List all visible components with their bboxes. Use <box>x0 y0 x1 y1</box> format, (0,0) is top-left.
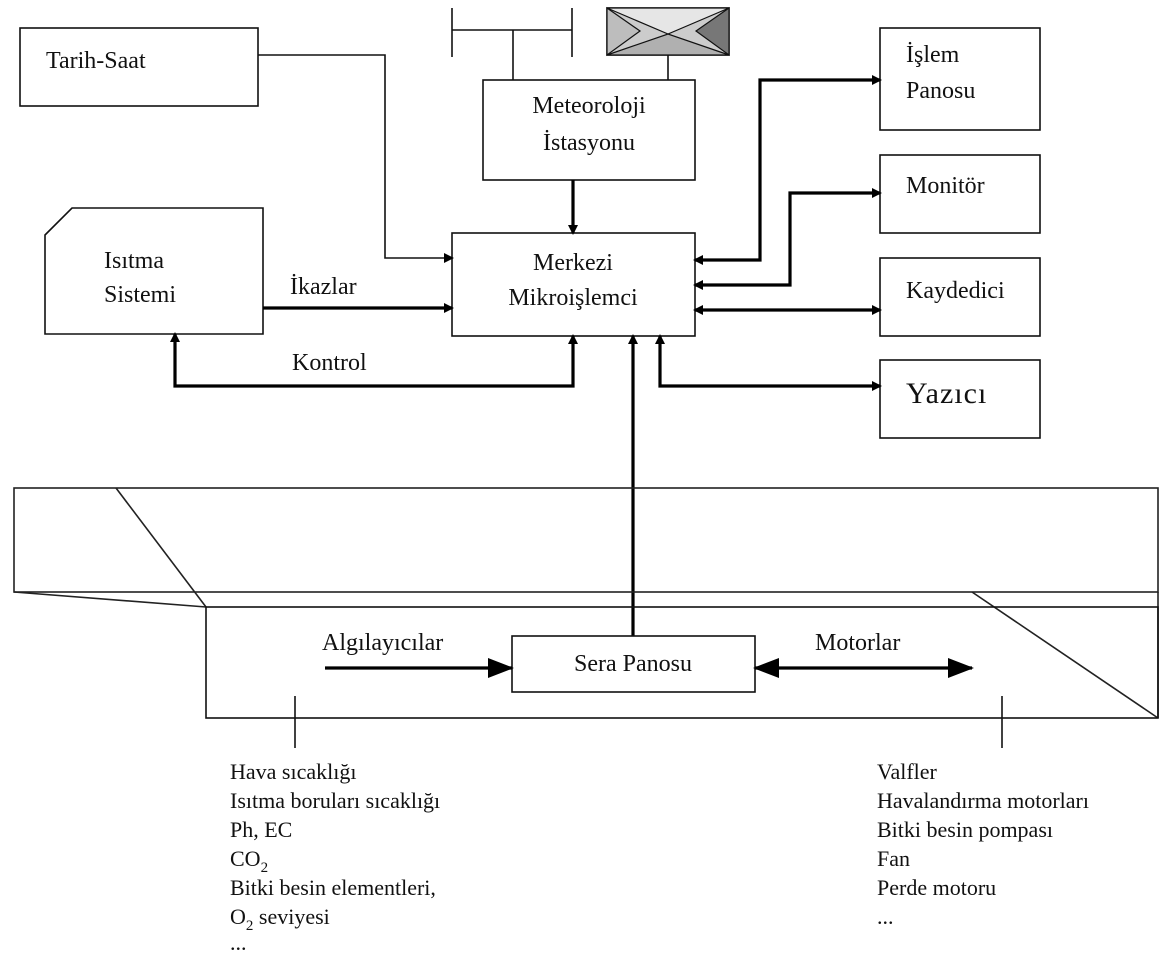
actuator-item: Fan <box>877 846 910 871</box>
co2-main: CO <box>230 846 261 871</box>
isitma-label-2: Sistemi <box>104 282 176 308</box>
merkezi-mikroislemci-box: Merkezi Mikroişlemci <box>451 232 696 337</box>
actuator-item: Perde motoru <box>877 875 996 900</box>
sensor-item-o2: O2 seviyesi <box>230 904 330 934</box>
sensor-item: Ph, EC <box>230 817 292 842</box>
yazici-label: Yazıcı <box>906 377 987 410</box>
actuator-item: ... <box>877 904 894 929</box>
sera-panosu-label: Sera Panosu <box>574 651 692 677</box>
greenhouse-tray <box>13 487 1159 719</box>
islem-panosu-label-2: Panosu <box>906 78 975 104</box>
kontrol-arrow: Kontrol <box>170 332 578 388</box>
o2-main: O <box>230 904 246 929</box>
ikazlar-label: İkazlar <box>290 274 357 300</box>
monitor-box: Monitör <box>879 154 1041 234</box>
meteoroloji-box: Meteoroloji İstasyonu <box>482 79 696 181</box>
o2-rest: seviyesi <box>253 904 329 929</box>
sensor-item: Bitki besin elementleri, <box>230 875 436 900</box>
tarih-saat-arrow <box>258 54 454 263</box>
kontrol-label: Kontrol <box>292 350 367 376</box>
co2-sub: 2 <box>261 860 269 876</box>
islem-panosu-box: İşlem Panosu <box>879 27 1041 131</box>
islem-panosu-label-1: İşlem <box>906 42 960 68</box>
meteoroloji-label-1: Meteoroloji <box>532 93 646 119</box>
sensor-item: Isıtma boruları sıcaklığı <box>230 788 440 813</box>
weather-antenna-icon <box>451 8 573 80</box>
actuator-item: Havalandırma motorları <box>877 788 1089 813</box>
algilayicilar-arrow: Algılayıcılar <box>322 630 514 678</box>
merkezi-label-1: Merkezi <box>533 250 613 276</box>
ikazlar-arrow: İkazlar <box>263 274 454 313</box>
tarih-saat-box: Tarih-Saat <box>19 27 259 107</box>
isitma-sistemi-box: Isıtma Sistemi <box>44 207 264 335</box>
kaydedici-label: Kaydedici <box>906 278 1005 304</box>
actuator-item: Bitki besin pompası <box>877 817 1053 842</box>
sensor-item: ... <box>230 930 247 955</box>
yazici-box: Yazıcı <box>879 359 1041 439</box>
monitor-arrow <box>693 188 882 290</box>
islem-panosu-arrow <box>693 75 882 265</box>
motorlar-label: Motorlar <box>815 630 900 656</box>
sensor-item-co2: CO2 <box>230 846 268 876</box>
sera-panosu-box: Sera Panosu <box>511 635 756 693</box>
sensor-item: Hava sıcaklığı <box>230 759 356 784</box>
kaydedici-box: Kaydedici <box>879 257 1041 337</box>
tarih-saat-label: Tarih-Saat <box>46 48 146 74</box>
yazici-arrow <box>655 334 882 391</box>
merkezi-label-2: Mikroişlemci <box>508 285 638 311</box>
motorlar-arrow: Motorlar <box>753 630 974 678</box>
o2-sub: 2 <box>246 918 254 934</box>
actuator-item: Valfler <box>877 759 938 784</box>
sensor-list: Hava sıcaklığı Isıtma boruları sıcaklığı… <box>230 759 440 955</box>
isitma-label-1: Isıtma <box>104 248 164 274</box>
algilayicilar-label: Algılayıcılar <box>322 630 443 656</box>
meteoroloji-label-2: İstasyonu <box>543 130 635 156</box>
actuator-list: Valfler Havalandırma motorları Bitki bes… <box>877 759 1089 929</box>
monitor-label: Monitör <box>906 173 985 199</box>
weather-sensor-icon <box>606 6 730 80</box>
